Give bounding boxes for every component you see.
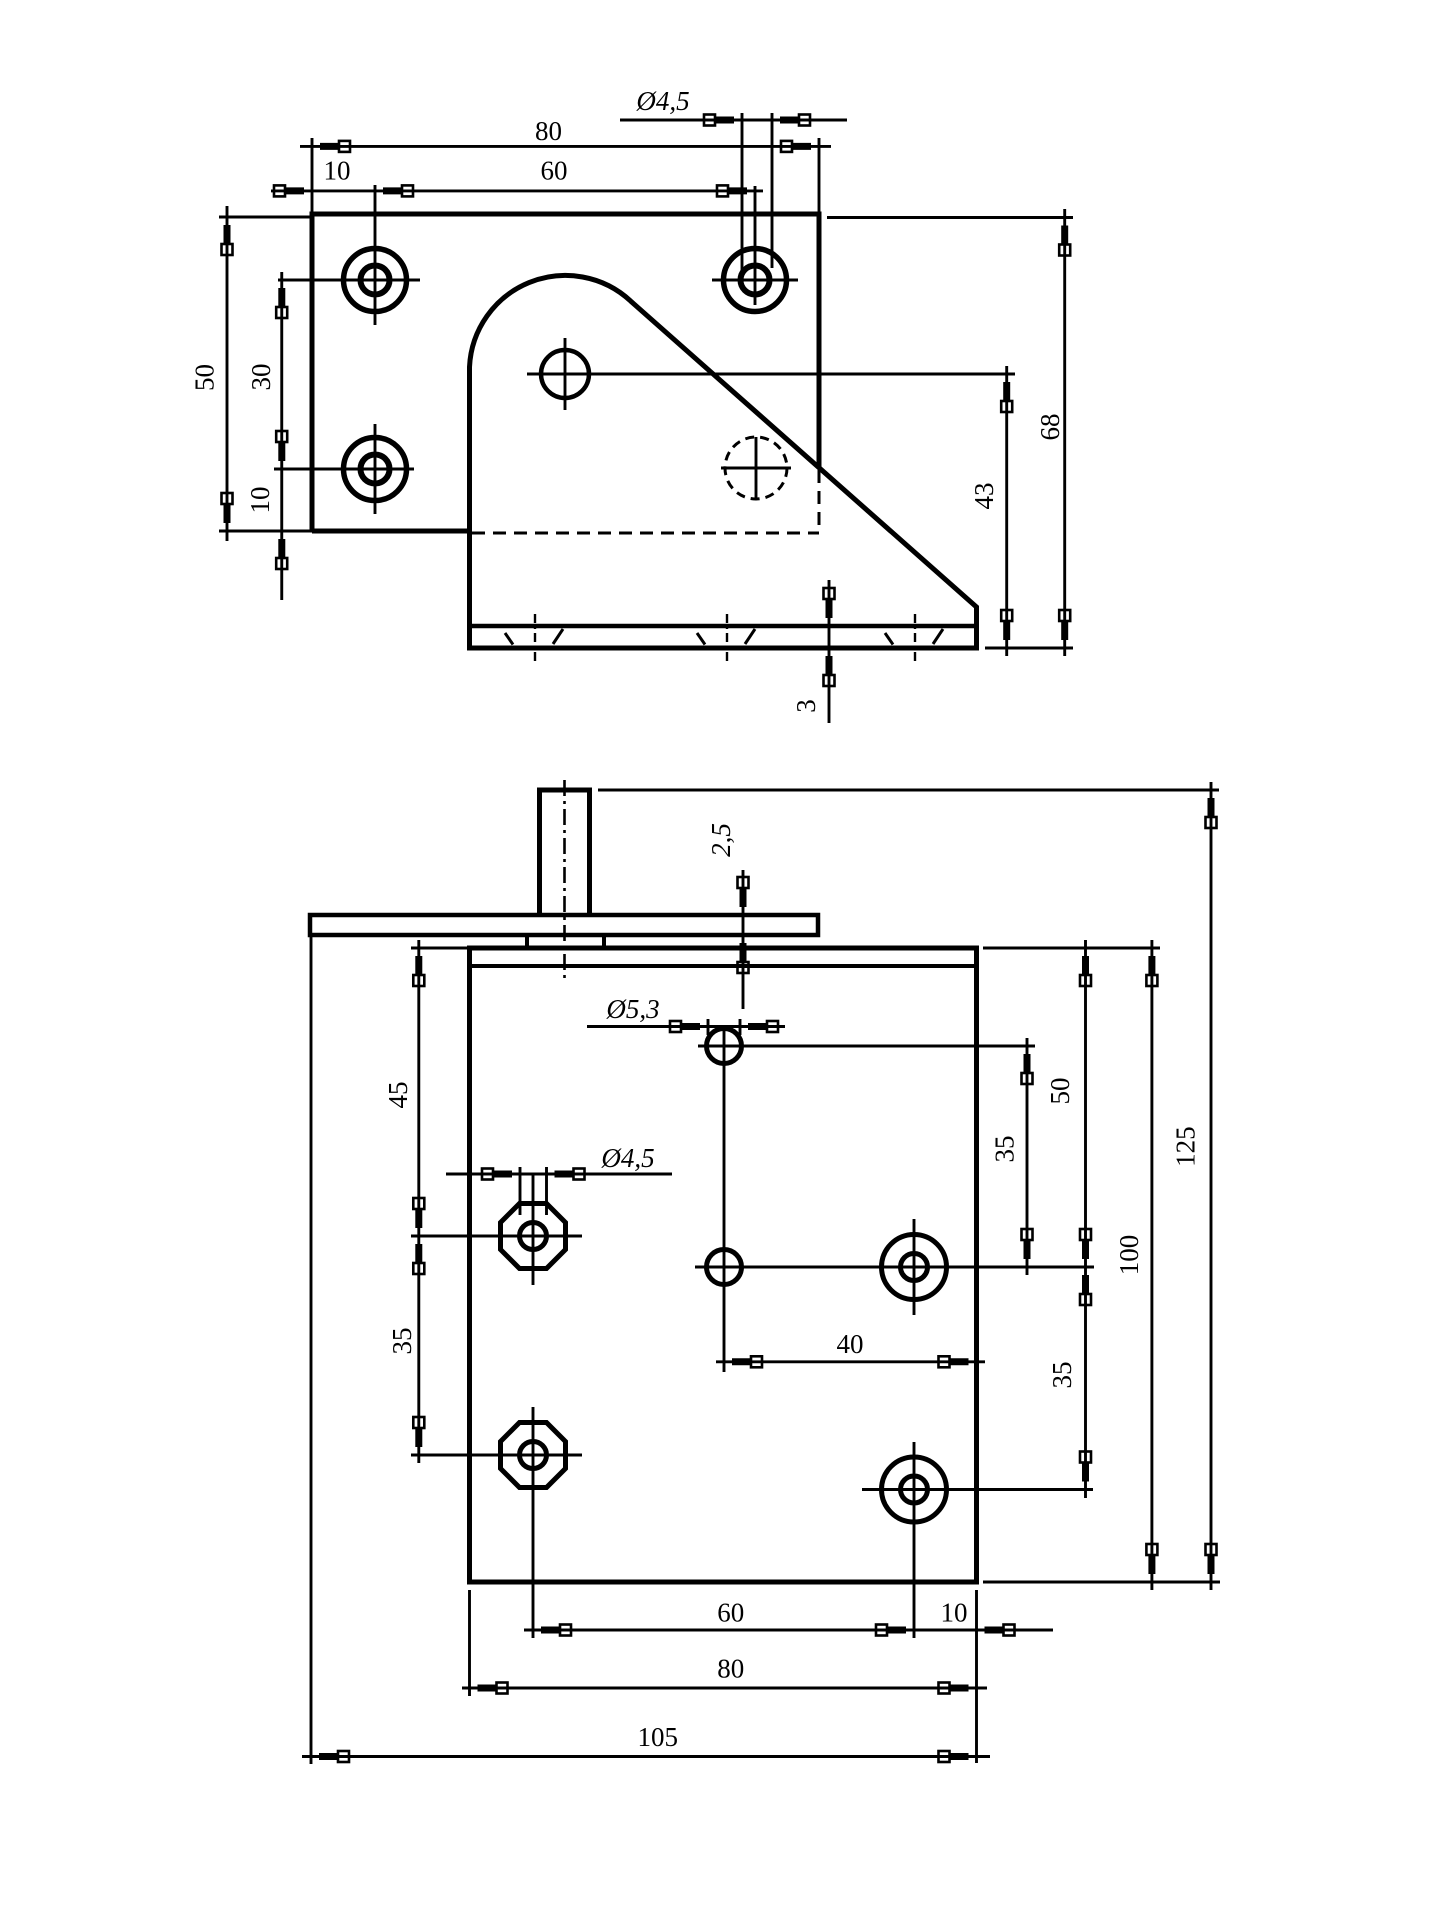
svg-text:80: 80: [535, 116, 562, 146]
svg-text:10: 10: [941, 1598, 968, 1628]
svg-text:125: 125: [1171, 1126, 1201, 1167]
svg-text:2,5: 2,5: [706, 823, 736, 857]
svg-text:35: 35: [1047, 1362, 1077, 1389]
svg-text:Ø4,5: Ø4,5: [635, 86, 689, 116]
svg-text:10: 10: [245, 487, 275, 514]
svg-text:40: 40: [837, 1329, 864, 1359]
svg-text:50: 50: [1045, 1078, 1075, 1105]
svg-text:3: 3: [791, 699, 821, 713]
svg-text:10: 10: [324, 156, 351, 186]
svg-text:100: 100: [1114, 1235, 1144, 1276]
svg-text:30: 30: [246, 364, 276, 391]
svg-text:45: 45: [383, 1082, 413, 1109]
svg-text:35: 35: [387, 1328, 417, 1355]
svg-text:Ø4,5: Ø4,5: [600, 1143, 654, 1173]
svg-text:68: 68: [1035, 414, 1065, 441]
svg-text:60: 60: [717, 1598, 744, 1628]
svg-text:43: 43: [969, 483, 999, 510]
svg-text:Ø5,3: Ø5,3: [605, 994, 659, 1024]
svg-text:105: 105: [637, 1722, 678, 1752]
svg-text:60: 60: [541, 156, 568, 186]
svg-text:80: 80: [717, 1654, 744, 1684]
svg-text:50: 50: [190, 364, 220, 391]
svg-text:35: 35: [990, 1136, 1020, 1163]
